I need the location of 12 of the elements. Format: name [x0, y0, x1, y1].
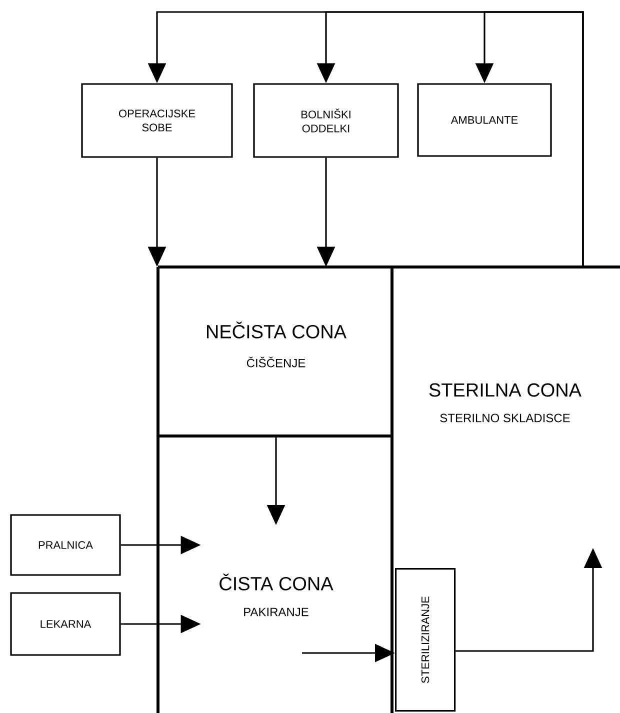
process-box: AMBULANTE [417, 83, 552, 157]
process-box: STERILIZIRANJE [395, 568, 456, 712]
zone-label: ČIŠČENJE [246, 356, 306, 368]
process-box: PRALNICA [10, 514, 121, 576]
zone-label: NEČISTA CONA [207, 322, 346, 338]
zone-label: STERILNO SKLADISCE [440, 414, 570, 422]
zone-label: PAKIRANJE [244, 608, 308, 616]
process-box: OPERACIJSKE SOBE [81, 83, 233, 158]
process-box: BOLNIŠKI ODDELKI [253, 83, 399, 158]
zone-label: ČISTA CONA [220, 574, 334, 590]
process-box: LEKARNA [10, 592, 121, 656]
zone-label: STERILNA CONA [429, 383, 582, 397]
